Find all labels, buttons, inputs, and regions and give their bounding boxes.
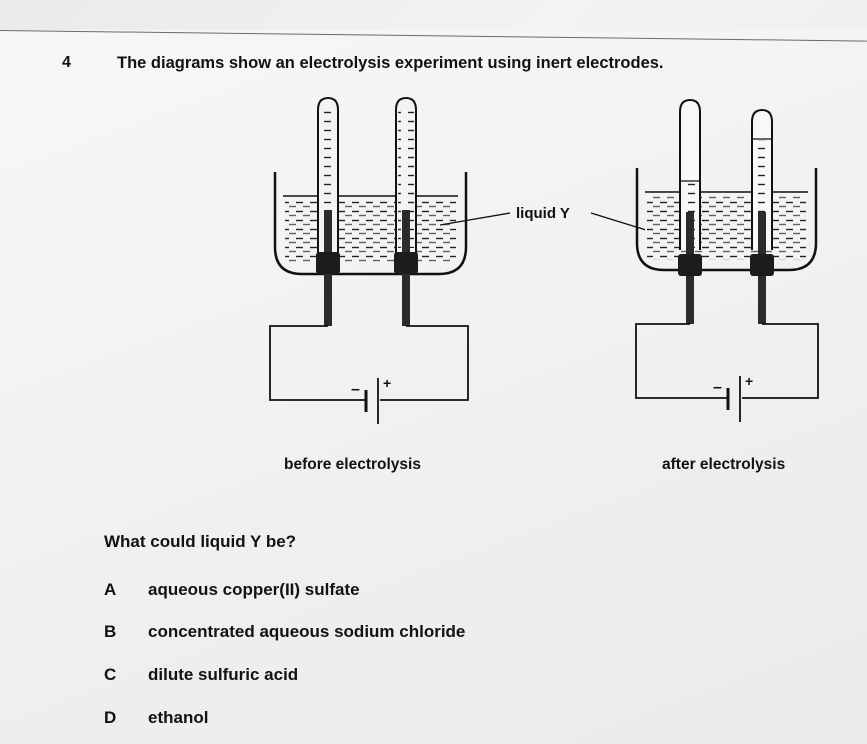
option-letter: A xyxy=(104,580,117,599)
option-text: aqueous copper(II) sulfate xyxy=(148,580,360,599)
option-text: dilute sulfuric acid xyxy=(148,665,299,684)
liquid-y-label: liquid Y xyxy=(516,205,570,222)
question-number: 4 xyxy=(62,54,71,71)
before-apparatus: – + xyxy=(269,96,469,424)
after-battery-plus: + xyxy=(745,373,753,389)
option-letter: C xyxy=(104,665,117,684)
after-caption: after electrolysis xyxy=(662,456,786,473)
option-text: concentrated aqueous sodium chloride xyxy=(148,622,466,641)
option-letter: D xyxy=(104,708,117,727)
after-battery-minus: – xyxy=(713,379,722,396)
option-letter: B xyxy=(104,622,117,641)
question-prompt: What could liquid Y be? xyxy=(104,532,297,551)
exam-paper xyxy=(0,30,867,744)
question-stem: The diagrams show an electrolysis experi… xyxy=(117,54,664,72)
before-battery-minus: – xyxy=(351,381,360,398)
after-apparatus: – + xyxy=(635,98,819,422)
option-text: ethanol xyxy=(148,708,209,727)
before-caption: before electrolysis xyxy=(284,456,421,473)
before-battery-plus: + xyxy=(383,375,391,391)
